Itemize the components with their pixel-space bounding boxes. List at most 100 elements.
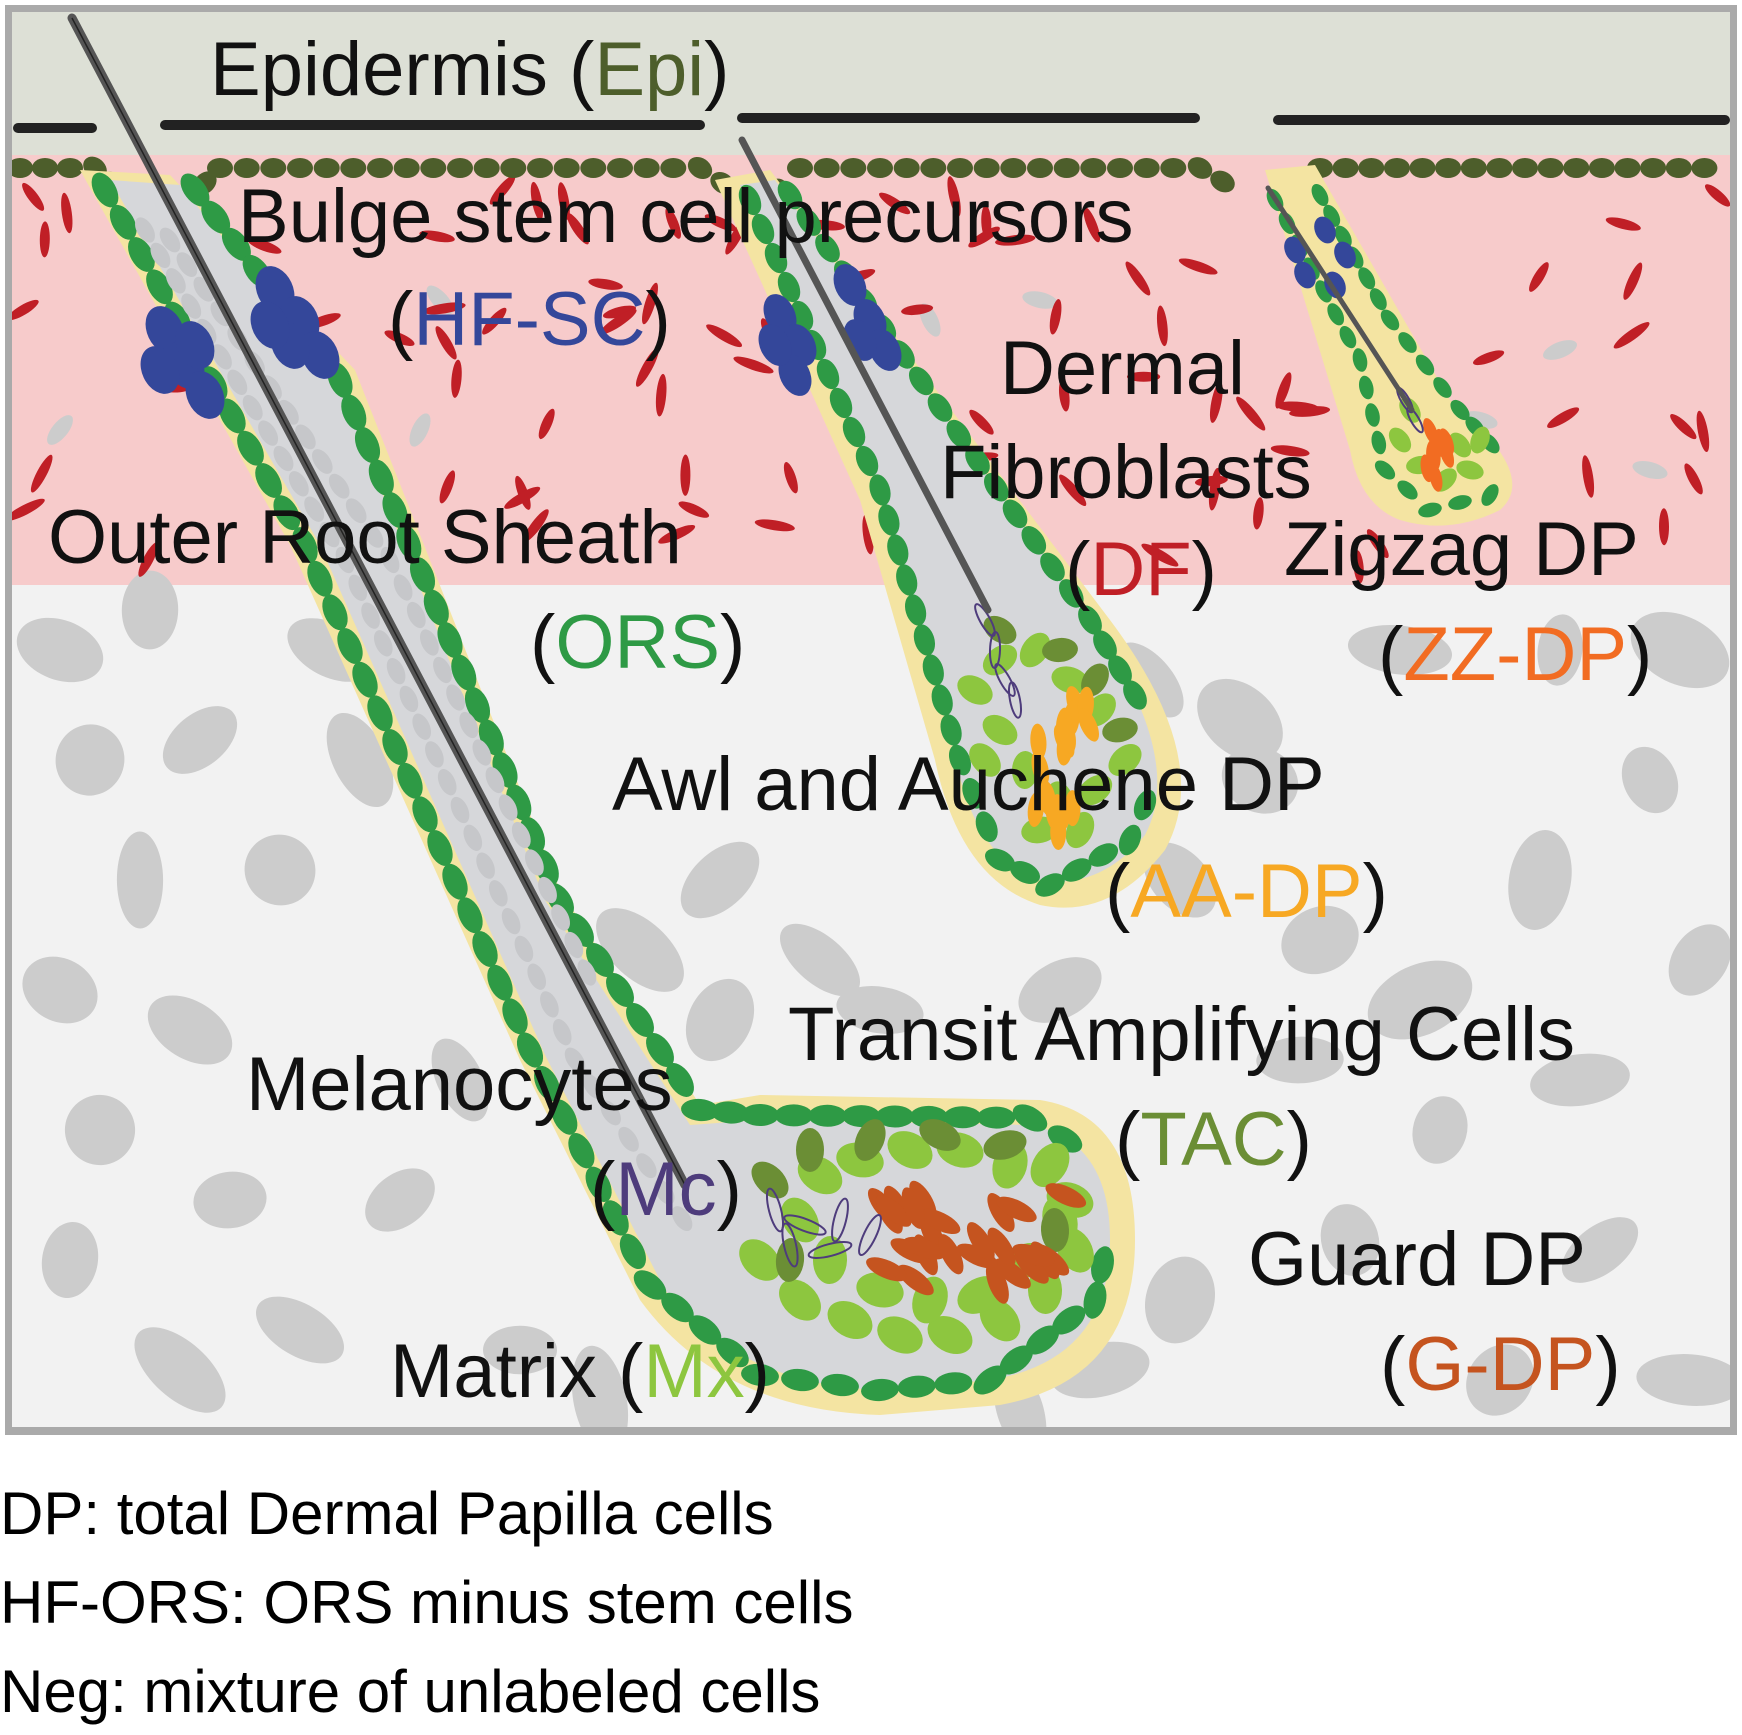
inner-sheath-cell [319,521,340,548]
aa-dp-cell [1050,814,1067,850]
ors-cell [1418,502,1442,518]
ors-cell [681,1098,719,1122]
label-zigzag-abbr: (ZZ-DP) [1378,612,1652,697]
fibroblast-cell [1289,406,1331,417]
guard-stem-cells [140,266,340,419]
fibroblast-cell [1605,217,1641,231]
epidermis-cell [1358,158,1385,178]
matrix-cell [1019,632,1051,668]
stem-cell [300,331,340,379]
adipose-cell [1347,625,1453,675]
fibroblast-cell [1529,262,1549,292]
ors-cell [948,744,972,776]
epidermis-cell [12,158,33,178]
adipose-cell [1630,611,1730,689]
guard-dp-cell [920,1208,961,1235]
guard-dp-cell [897,1264,934,1296]
adipose-cell [1466,1344,1534,1416]
adipose-cell [116,831,164,929]
ors-cell [983,472,1009,502]
fibroblast-cell [1473,350,1505,366]
ors-cell [985,848,1015,872]
inner-sheath-cell [446,684,466,711]
inner-sheath-cell [311,449,333,474]
zigzag-stem-cells [1284,216,1356,299]
epidermis-cell [1160,158,1187,178]
fibroblast-cell [658,524,696,544]
tac-cell [795,1128,825,1172]
epidermis-cell [420,158,447,178]
adipose-cell [1636,1354,1730,1406]
melanocyte-cell [994,663,1016,697]
epidermis-cell [340,158,367,178]
adipose-cell [41,1222,99,1298]
ors-cell [255,463,282,498]
fibroblast-cell [1083,207,1101,243]
matrix-cell [780,1197,820,1243]
epidermis-cell [287,158,313,178]
fibroblast-cell [1582,455,1595,498]
tac-cell [983,1130,1027,1160]
zigzag-follicle [1265,165,1513,526]
epidermis-cell [473,158,500,178]
ors-cell [829,387,853,419]
epidermis-surface [13,113,1730,133]
epidermis-cell [840,158,867,178]
ors-cell [437,621,463,659]
ors-cell [922,654,944,686]
matrix-cell [779,1279,821,1321]
ors-cell [1088,843,1119,867]
ors-cell [1061,858,1092,882]
matrix-cell [982,644,1018,676]
ors-cell [1311,183,1329,207]
fibroblast-cell [12,299,39,321]
ors-cell [1415,354,1435,376]
inner-sheath-cell [501,907,521,935]
stem-cell [1284,236,1306,264]
adipose-cell [121,570,179,650]
epidermis-cell [393,158,420,178]
ors-cell [307,560,333,597]
inner-sheath-cell [258,420,279,446]
zz-dp-cell [1426,439,1439,468]
fibroblast-cell [482,307,507,335]
fibroblast-cell [12,498,45,521]
ors-cell [975,811,998,843]
ors-cell [109,204,137,240]
ors-cell [821,1373,859,1397]
inner-sheath-cell [600,1100,621,1126]
guard-dp-cell [994,1258,1031,1289]
inner-sheath-cell [671,1206,693,1232]
fibroblast-cell [1366,529,1389,559]
legend-hf-ors: HF-ORS: ORS minus stem cells [0,1569,854,1636]
adipose-cell [1018,957,1102,1023]
adipose-cell [1144,1256,1216,1344]
ors-cell [1108,655,1132,685]
adipose-cell [1143,842,1217,918]
ors-cell [666,1063,694,1097]
matrix-cell [827,1301,873,1339]
adipose-cell [571,1345,629,1427]
ors-cell [869,474,891,506]
inner-sheath-cell [273,445,294,472]
fibroblast-cell [504,486,541,509]
adipose-cell [147,995,233,1065]
ors-cell [1358,267,1376,290]
hair-follicle-diagram: Epidermis (Epi) Bulge stem cell precurso… [5,5,1737,1435]
epidermis-cell [1665,158,1692,178]
ors-cell [904,594,927,626]
stem-cell [140,346,180,394]
ors-cell [1035,873,1065,897]
matrix-cell [812,1236,848,1284]
label-guard-abbr: (G-DP) [1380,1322,1621,1407]
epidermis-cell [1053,158,1080,178]
zz-dp-cell [1429,464,1443,492]
stem-cell [175,321,215,369]
dermal-gray-cell [47,415,73,445]
fibroblast-cell [22,182,45,211]
inner-sheath-cell [393,574,413,601]
matrix-cell [1388,427,1412,453]
ors-cell [965,446,990,475]
matrix-cell [1456,460,1484,480]
guard-dp-cell [996,1196,1037,1223]
